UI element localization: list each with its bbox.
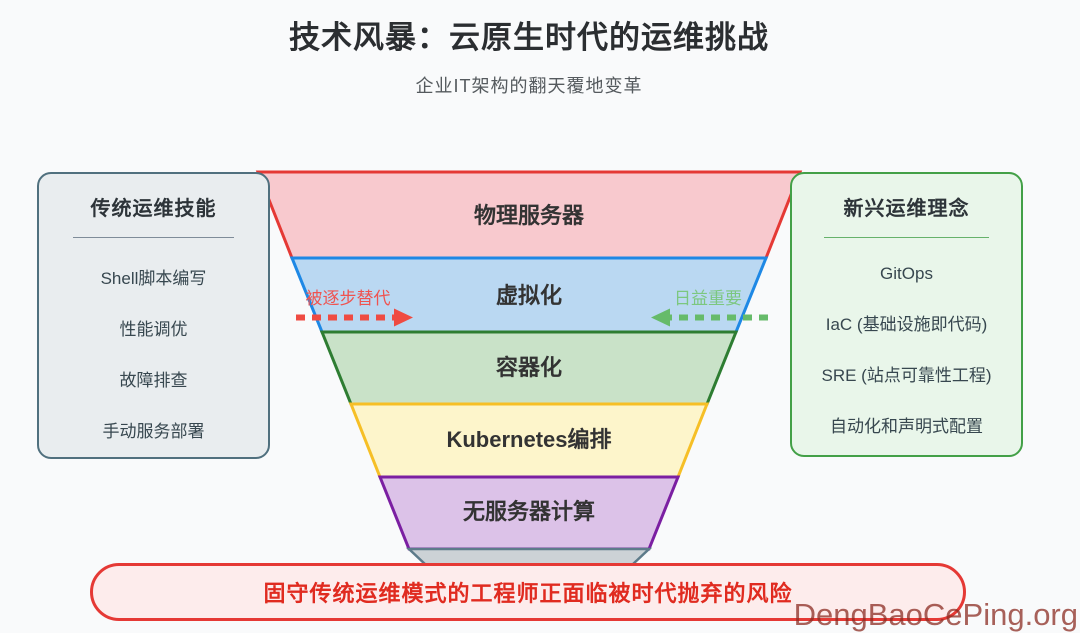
page-subtitle: 企业IT架构的翻天覆地变革	[415, 76, 643, 96]
list-item: 手动服务部署	[102, 422, 205, 441]
watermark: DengBaoCePing.org	[793, 597, 1078, 632]
funnel-labels: 物理服务器 虚拟化 容器化 Kubernetes编排 无服务器计算	[446, 203, 611, 524]
warning-banner-text: 固守传统运维模式的工程师正面临被时代抛弃的风险	[263, 581, 793, 606]
list-item: 故障排查	[119, 371, 188, 390]
emerging-concepts-title: 新兴运维理念	[843, 198, 970, 220]
replaced-arrow-head-icon	[394, 308, 413, 327]
list-item: GitOps	[880, 264, 933, 283]
funnel-label-physical-servers: 物理服务器	[474, 203, 585, 228]
replaced-arrow-label: 被逐步替代	[306, 289, 391, 308]
traditional-skills-title: 传统运维技能	[90, 198, 217, 220]
list-item: IaC (基础设施即代码)	[825, 315, 988, 334]
important-arrow-label: 日益重要	[674, 289, 742, 308]
funnel-label-containerization: 容器化	[496, 355, 562, 380]
list-item: SRE (站点可靠性工程)	[821, 366, 992, 385]
panel-divider	[73, 237, 234, 238]
funnel-label-serverless: 无服务器计算	[463, 499, 595, 524]
funnel-label-kubernetes: Kubernetes编排	[446, 427, 611, 452]
important-arrow: 日益重要	[651, 289, 768, 327]
traditional-skills-panel: 传统运维技能 Shell脚本编写 性能调优 故障排查 手动服务部署	[37, 172, 270, 459]
list-item: 性能调优	[119, 320, 188, 339]
replaced-arrow: 被逐步替代	[296, 289, 413, 327]
page-title: 技术风暴：云原生时代的运维挑战	[289, 20, 769, 55]
list-item: 自动化和声明式配置	[830, 417, 983, 436]
important-arrow-head-icon	[651, 308, 670, 327]
emerging-concepts-panel: 新兴运维理念 GitOps IaC (基础设施即代码) SRE (站点可靠性工程…	[790, 172, 1023, 457]
header: 技术风暴：云原生时代的运维挑战 企业IT架构的翻天覆地变革	[0, 12, 1058, 98]
panel-divider	[824, 237, 989, 238]
warning-banner: 固守传统运维模式的工程师正面临被时代抛弃的风险	[90, 563, 966, 621]
list-item: Shell脚本编写	[100, 269, 207, 288]
funnel-layers	[255, 170, 803, 567]
funnel-label-virtualization: 虚拟化	[496, 283, 562, 308]
